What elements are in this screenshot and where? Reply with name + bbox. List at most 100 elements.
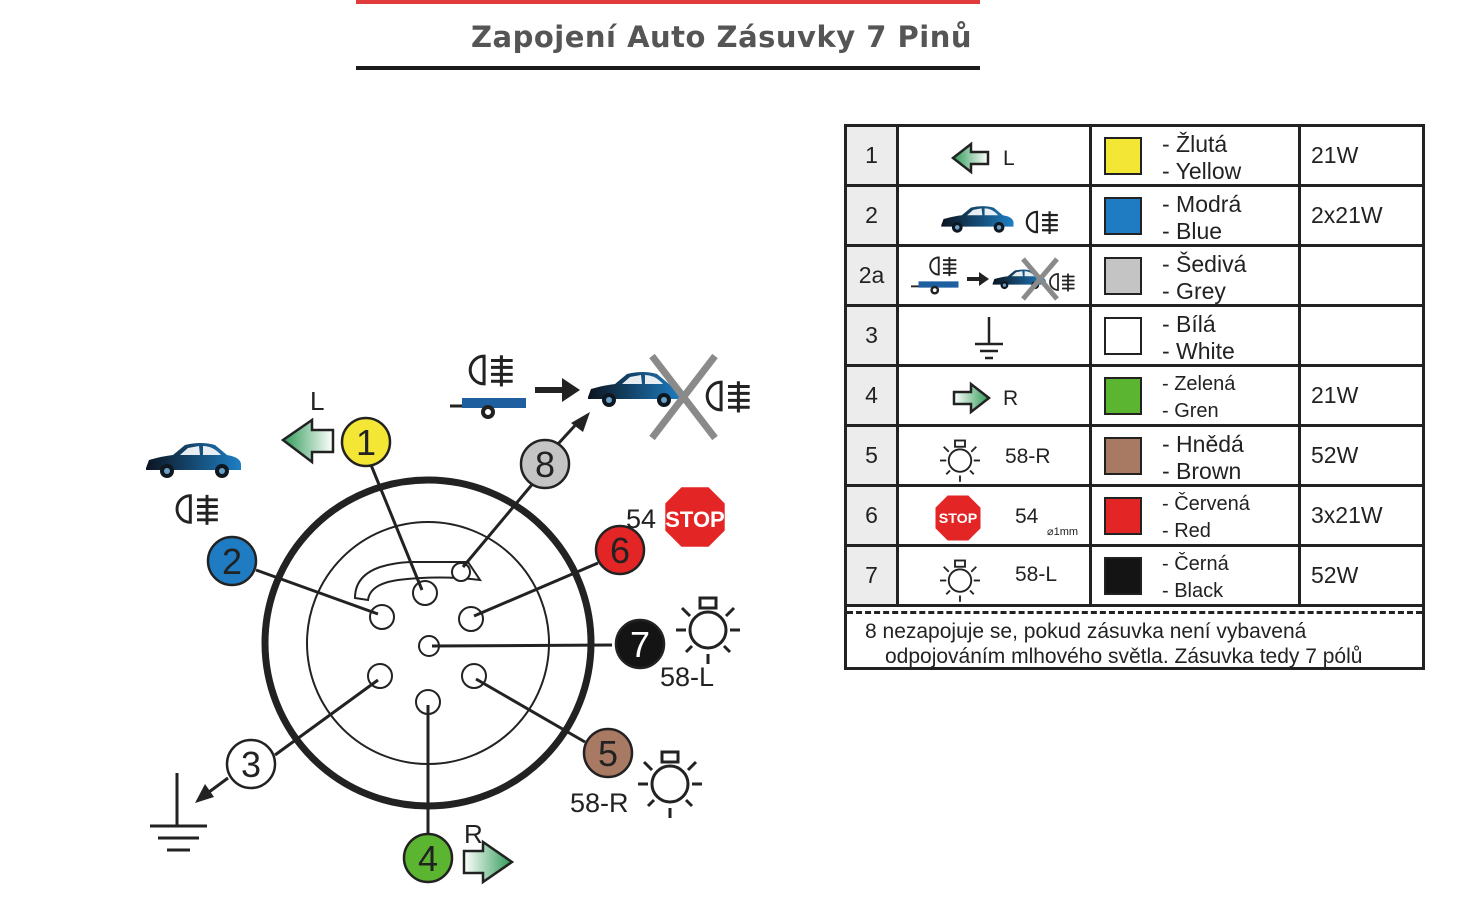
row-color: - Žlutá- Yellow xyxy=(1092,127,1301,184)
color-name-en: - Gren xyxy=(1162,400,1219,422)
color-swatch xyxy=(1104,197,1142,235)
row-number: 1 xyxy=(847,127,899,184)
pin-number-4: 4 xyxy=(418,838,438,879)
connector-key xyxy=(353,561,483,602)
row-symbol: STOP 54 ⌀1mm xyxy=(899,487,1092,544)
note-line-2: odpojováním mlhového světla. Zásuvka ted… xyxy=(885,645,1363,668)
trailer-icon xyxy=(450,396,528,421)
fog-light-icon-trailer xyxy=(468,353,515,388)
color-name-en: - Yellow xyxy=(1162,158,1242,184)
pin-number-7: 7 xyxy=(630,624,650,665)
pin-badge-4 xyxy=(402,832,454,884)
sockets xyxy=(367,562,487,715)
color-swatch xyxy=(1104,557,1142,595)
pin-badge-2 xyxy=(206,535,258,587)
car-icon xyxy=(146,443,241,478)
light-bulb-icon xyxy=(939,439,981,483)
row-number: 2a xyxy=(847,247,899,304)
color-name-en: - White xyxy=(1162,338,1235,364)
arrowhead-3 xyxy=(195,784,214,803)
pin-badge-3 xyxy=(225,738,277,790)
row-symbol: 58-R xyxy=(899,427,1092,484)
row-power: 2x21W xyxy=(1311,202,1383,228)
stop-sign-icon: STOP xyxy=(933,493,983,543)
title-bar: Zapojení Auto Zásuvky 7 Pinů xyxy=(356,0,980,72)
symbol-label: 58-R xyxy=(1005,445,1051,468)
row-symbol: L xyxy=(899,127,1092,184)
turn-right-arrow-icon xyxy=(462,839,515,885)
leader-lines xyxy=(204,418,613,835)
row-color: - Šedivá- Grey xyxy=(1092,247,1301,304)
ground-icon xyxy=(975,317,1003,360)
row-power: 21W xyxy=(1311,142,1359,168)
color-name-cz: - Bílá xyxy=(1162,311,1216,337)
color-name-en: - Brown xyxy=(1162,458,1242,484)
pin-number-8: 8 xyxy=(535,444,555,485)
fog-light-icon xyxy=(175,493,220,526)
turn-left-arrow-icon xyxy=(280,417,335,465)
row-color: - Červená - Red xyxy=(1092,487,1301,544)
ground-icon xyxy=(150,773,207,852)
symbol-label: L xyxy=(1003,147,1015,170)
cross-icon xyxy=(649,353,718,441)
row-symbol xyxy=(899,187,1092,244)
pin-badge-7 xyxy=(614,618,666,670)
color-name-en: - Red xyxy=(1162,520,1211,542)
symbol-label: R xyxy=(1003,387,1019,410)
pin-badge-1 xyxy=(340,416,392,468)
light-bulb-icon-right xyxy=(636,750,704,820)
color-name-cz: - Hnědá xyxy=(1162,431,1244,457)
pin-badge-8 xyxy=(519,438,571,490)
turn-right-arrow-icon xyxy=(952,381,991,415)
color-name-cz: - Černá xyxy=(1162,553,1229,575)
label-58-l: 58-L xyxy=(660,662,714,692)
pin-number-5: 5 xyxy=(598,733,618,774)
turn-left-arrow-icon xyxy=(951,141,990,175)
color-swatch xyxy=(1104,257,1142,295)
table-row: 3 - Bílá- White xyxy=(847,307,1422,367)
row-color: - Modrá- Blue xyxy=(1092,187,1301,244)
color-swatch xyxy=(1104,497,1142,535)
row-number: 6 xyxy=(847,487,899,544)
page-title: Zapojení Auto Zásuvky 7 Pinů xyxy=(471,20,972,54)
color-swatch xyxy=(1104,317,1142,355)
light-bulb-icon xyxy=(939,559,981,603)
row-power xyxy=(1301,247,1422,304)
symbol-label: 54 xyxy=(1015,505,1039,528)
row-number: 4 xyxy=(847,367,899,424)
table-row: 1 L - Žlutá- Yellow 21W xyxy=(847,127,1422,187)
light-bulb-icon-left xyxy=(674,596,742,666)
row-power: 21W xyxy=(1311,382,1359,408)
color-name-cz: - Žlutá xyxy=(1162,131,1228,157)
title-red-rule xyxy=(356,0,980,4)
stop-sign-text: STOP xyxy=(665,507,725,532)
row-power: 52W xyxy=(1311,562,1359,588)
color-swatch xyxy=(1104,377,1142,415)
color-name-en: - Black xyxy=(1162,580,1224,602)
table-note: 8 nezapojuje se, pokud zásuvka není vyba… xyxy=(847,611,1422,668)
title-black-rule xyxy=(356,66,980,70)
row-symbol xyxy=(899,307,1092,364)
color-swatch xyxy=(1104,437,1142,475)
pin-badge-6 xyxy=(594,524,646,576)
color-name-cz: - Červená xyxy=(1162,493,1250,515)
row-number: 3 xyxy=(847,307,899,364)
row-symbol xyxy=(899,247,1092,304)
pin-number-3: 3 xyxy=(241,744,261,785)
label-54: 54 xyxy=(626,504,656,534)
color-swatch xyxy=(1104,137,1142,175)
symbol-sublabel: ⌀1mm xyxy=(1047,526,1079,538)
arrowhead-8 xyxy=(571,412,590,432)
color-name-cz: - Zelená xyxy=(1162,373,1236,395)
symbol-label: 58-L xyxy=(1015,563,1058,586)
pin-number-1: 1 xyxy=(356,422,376,463)
pin-badge-5 xyxy=(582,727,634,779)
pin-number-2: 2 xyxy=(222,541,242,582)
row-number: 5 xyxy=(847,427,899,484)
row-color: - Černá - Black xyxy=(1092,547,1301,604)
color-name-cz: - Modrá xyxy=(1162,191,1242,217)
